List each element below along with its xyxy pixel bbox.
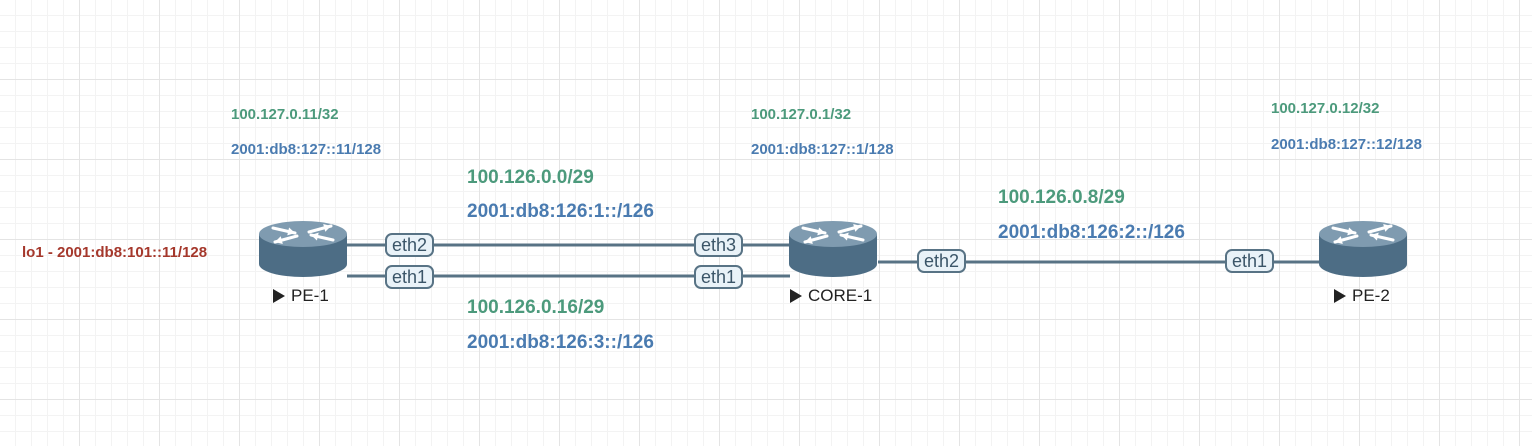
pe2-name: PE-2 (1352, 286, 1390, 305)
play-icon (273, 289, 285, 303)
pe1-ipv4-loopback: 100.127.0.11/32 (231, 106, 339, 123)
pe1-ipv6-loopback: 2001:db8:127::11/128 (231, 141, 382, 158)
router-core1[interactable] (788, 220, 878, 278)
link-upper-ipv6-subnet: 2001:db8:126:1::/126 (467, 201, 654, 222)
router-shape (789, 221, 877, 277)
link-upper-ipv4-subnet: 100.126.0.0/29 (467, 167, 594, 188)
link-core-pe2-ipv6-subnet: 2001:db8:126:2::/126 (998, 222, 1185, 243)
pe2-ipv6-loopback: 2001:db8:127::12/128 (1271, 136, 1422, 153)
pe1-port-eth1[interactable]: eth1 (385, 265, 435, 289)
router-pe2[interactable] (1318, 220, 1408, 278)
core1-name: CORE-1 (808, 286, 873, 305)
link-lower-ipv6-subnet: 2001:db8:126:3::/126 (467, 332, 654, 353)
core1-port-eth3[interactable]: eth3 (694, 233, 744, 257)
router-shape (1319, 221, 1407, 277)
pe1-port-eth2[interactable]: eth2 (385, 233, 435, 257)
link-lower-ipv4-subnet: 100.126.0.16/29 (467, 297, 605, 318)
pe2-ipv4-loopback: 100.127.0.12/32 (1271, 100, 1380, 117)
router-shape (259, 221, 347, 277)
play-icon (790, 289, 802, 303)
pe2-name-label[interactable]: PE-2 (1334, 287, 1390, 304)
router-pe1[interactable] (258, 220, 348, 278)
core1-ipv4-loopback: 100.127.0.1/32 (751, 106, 852, 123)
pe1-lo1-address: lo1 - 2001:db8:101::11/128 (22, 244, 208, 261)
pe1-name-label[interactable]: PE-1 (273, 287, 329, 304)
pe1-name: PE-1 (291, 286, 329, 305)
core1-port-eth1[interactable]: eth1 (694, 265, 744, 289)
link-core-pe2-ipv4-subnet: 100.126.0.8/29 (998, 187, 1125, 208)
core1-name-label[interactable]: CORE-1 (790, 287, 872, 304)
core1-ipv6-loopback: 2001:db8:127::1/128 (751, 141, 894, 158)
core1-port-eth2[interactable]: eth2 (917, 249, 967, 273)
pe2-port-eth1[interactable]: eth1 (1225, 249, 1275, 273)
play-icon (1334, 289, 1346, 303)
